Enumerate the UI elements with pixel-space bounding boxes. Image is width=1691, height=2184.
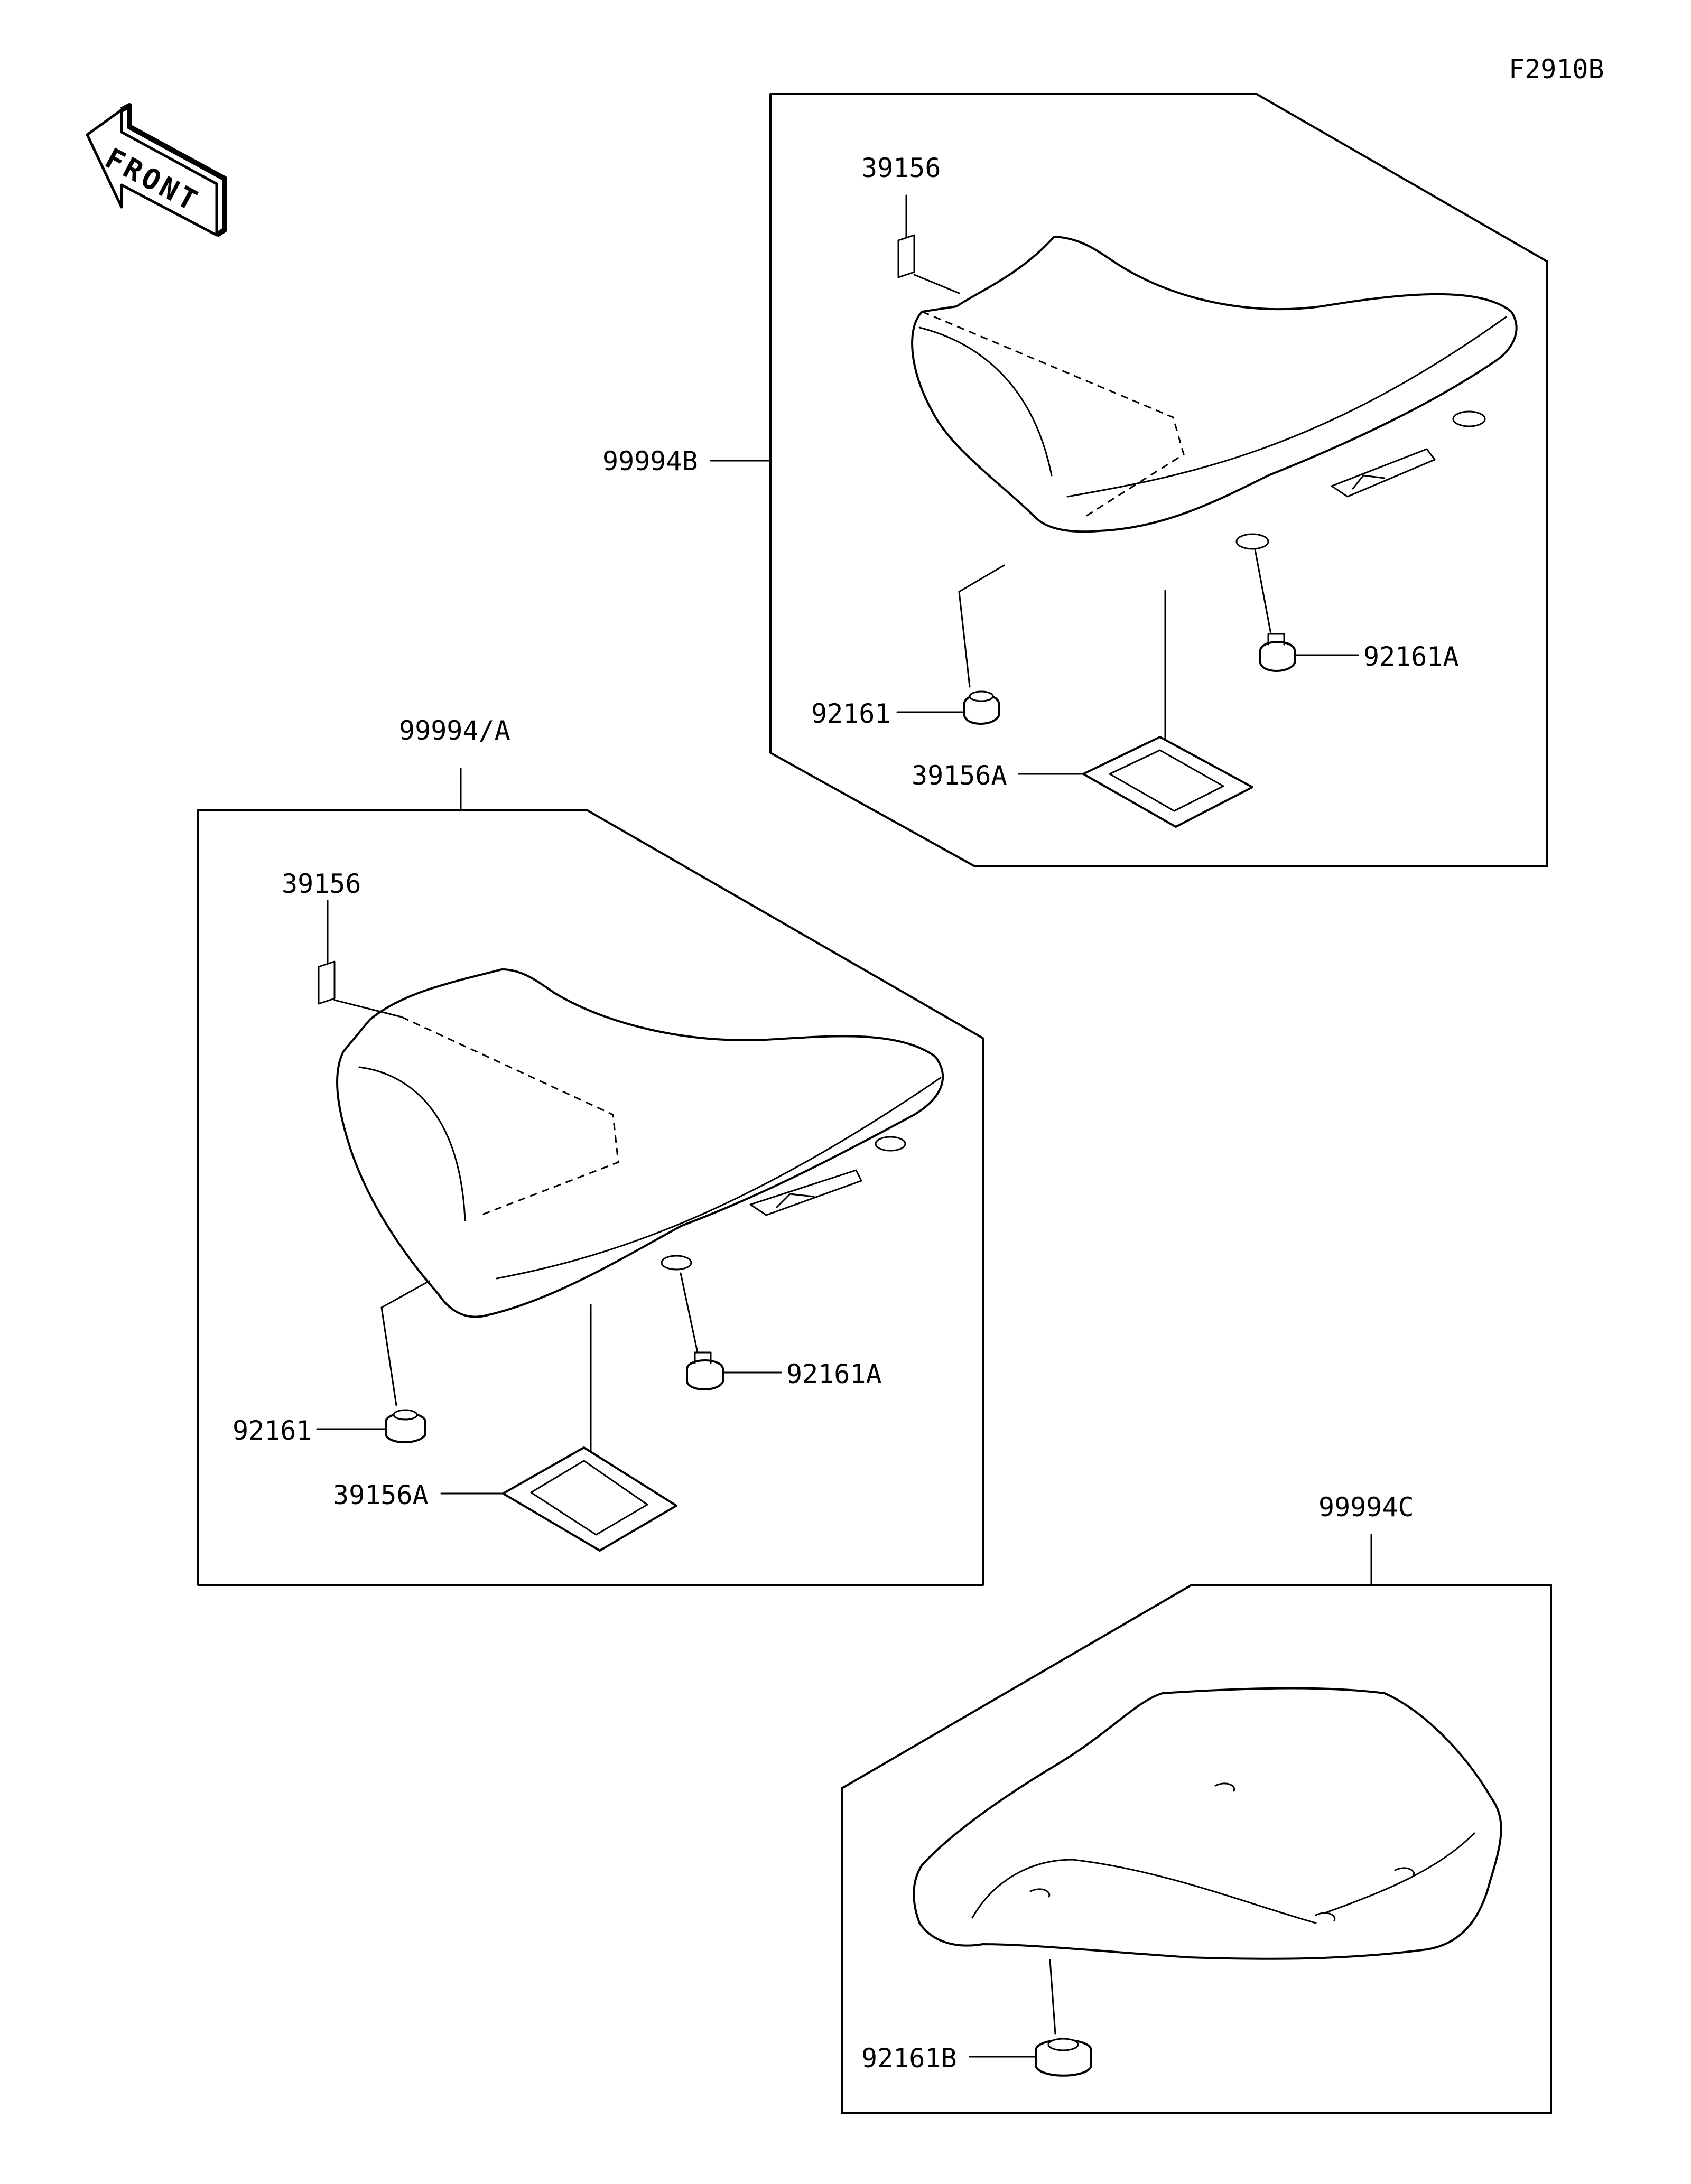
callout-b-92161a: 92161A	[1363, 641, 1459, 672]
callout-b-39156: 39156	[861, 153, 941, 183]
callout-a-39156: 39156	[282, 869, 361, 899]
group-99994b: 99994B 39156 92161 92161A 391	[602, 93, 1548, 867]
group-99994c: 99994C 92161B	[841, 1492, 1552, 2114]
group-b-frame	[769, 93, 1548, 867]
mat-b	[1082, 736, 1253, 828]
sticker-a	[318, 960, 336, 1005]
group-c-title: 99994C	[1318, 1492, 1414, 1523]
grommet-a-right	[686, 1359, 724, 1390]
group-a-title: 99994/A	[399, 715, 510, 746]
group-c-frame	[841, 1584, 1552, 2114]
front-arrow-icon: FRONT	[86, 103, 227, 238]
group-b-title: 99994B	[602, 446, 698, 477]
group-99994a: 99994/A 39156 92161 92161A 39156A	[197, 715, 984, 1586]
callout-b-92161: 92161	[811, 698, 891, 729]
callout-c-92161b: 92161B	[861, 2043, 957, 2074]
seat-c	[913, 1687, 1502, 1960]
mat-a	[502, 1446, 677, 1552]
seat-a	[336, 968, 944, 1318]
figure-code: F2910B	[1509, 54, 1604, 85]
grommet-b-right	[1259, 641, 1296, 672]
callout-a-92161a: 92161A	[786, 1359, 882, 1389]
seat-b	[911, 236, 1518, 533]
callout-b-39156a: 39156A	[912, 760, 1007, 791]
group-a-frame	[197, 809, 984, 1586]
callout-a-92161: 92161	[233, 1415, 312, 1446]
sticker-b	[897, 234, 915, 278]
callout-a-39156a: 39156A	[333, 1480, 429, 1510]
